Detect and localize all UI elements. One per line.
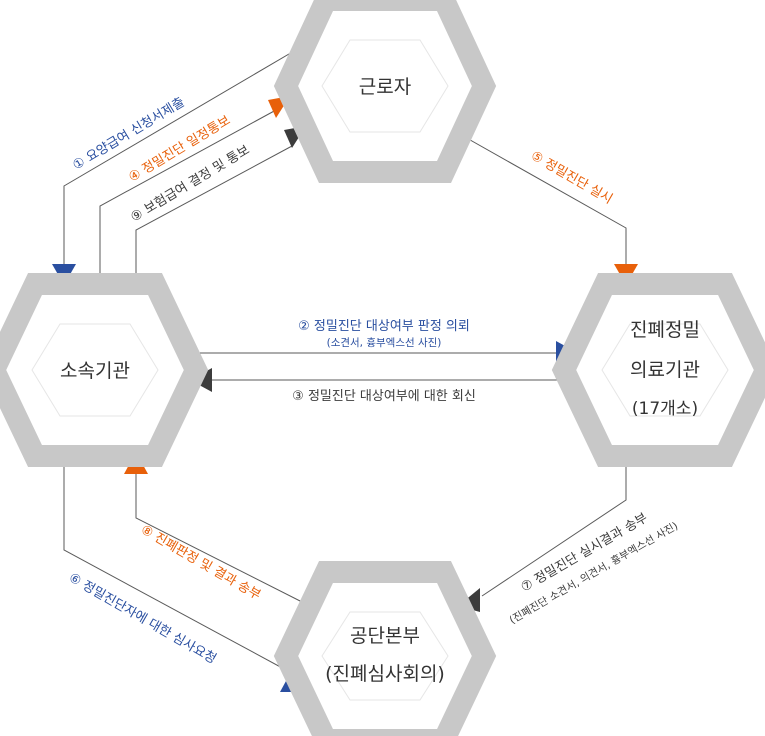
hospital-label-line3: (17개소) xyxy=(632,399,698,419)
hexagon-inner-border xyxy=(601,323,729,417)
node-employer: 소속기관 xyxy=(0,273,209,467)
line-step8 xyxy=(135,474,307,605)
hexagon-inner-border xyxy=(31,323,159,417)
hospital-label-line2: 의료기관 xyxy=(630,359,700,381)
node-corporation: 공단본부 (진폐심사회의) xyxy=(273,561,497,736)
step7-sublabel: (진폐진단 소견서, 의견서, 흉부엑스선 사진) xyxy=(507,519,680,626)
line-step7 xyxy=(481,456,627,597)
hexagon-shape xyxy=(273,0,497,183)
employer-label: 소속기관 xyxy=(60,360,130,382)
line-step5 xyxy=(455,131,627,266)
line-step6 xyxy=(63,456,287,671)
corporation-label-line2: (진폐심사회의) xyxy=(325,663,445,685)
step2-sublabel: (소견서, 흉부엑스선 사진) xyxy=(327,336,442,349)
hexagon-shape xyxy=(273,561,497,736)
hexagon-inner-border xyxy=(321,611,449,701)
connector-lines xyxy=(63,43,627,671)
hexagon-shape xyxy=(551,273,765,467)
step6-label: ⑥ 정밀진단자에 대한 심사요청 xyxy=(66,570,219,667)
corporation-label-line1: 공단본부 xyxy=(350,625,420,647)
step3-label: ③ 정밀진단 대상여부에 대한 회신 xyxy=(292,389,476,404)
worker-label: 근로자 xyxy=(359,76,411,98)
line-step1 xyxy=(63,43,307,266)
node-worker: 근로자 xyxy=(273,0,497,183)
node-hospital: 진폐정밀 의료기관 (17개소) xyxy=(551,273,765,467)
hexagon-shape xyxy=(0,273,209,467)
line-step9 xyxy=(135,145,293,284)
step8-label: ⑧ 진폐판정 및 결과 송부 xyxy=(138,522,263,603)
hospital-label-line1: 진폐정밀 xyxy=(630,319,700,341)
step5-label: ⑤ 정밀진단 실시 xyxy=(528,148,615,207)
line-step4 xyxy=(99,109,277,284)
step9-label: ⑨ 보험급여 결정 및 통보 xyxy=(128,143,252,226)
step2-label: ② 정밀진단 대상여부 판정 의뢰 xyxy=(298,319,470,334)
hexagon-inner-border xyxy=(321,39,449,133)
